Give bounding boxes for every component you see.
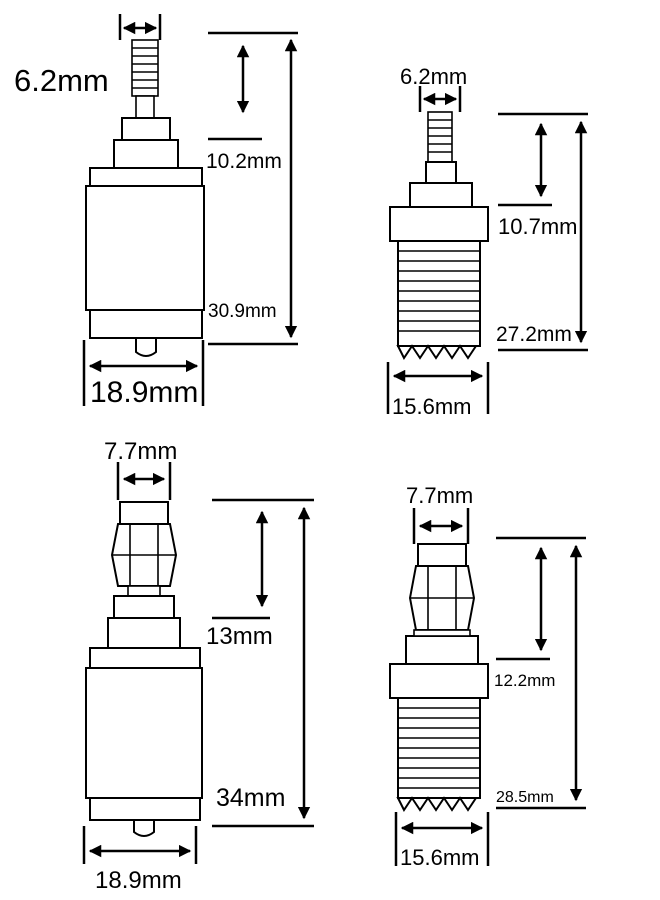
thread-lines — [398, 707, 480, 789]
connector-bottom-left: 7.7mm 13mm 34mm 18.9mm — [82, 438, 314, 894]
connector-drawing — [85, 39, 205, 357]
connector-drawing — [85, 501, 203, 837]
body-width-label: 15.6mm — [392, 394, 471, 419]
body-width-label: 18.9mm — [95, 867, 182, 894]
total-height-label: 30.9mm — [208, 301, 277, 322]
total-height-label: 34mm — [216, 784, 285, 812]
dimension-lines — [394, 508, 586, 866]
connector-drawing — [389, 543, 489, 812]
connector-bottom-right: 7.7mm 12.2mm 28.5mm 15.6mm — [389, 483, 586, 870]
tip-width-label: 7.7mm — [406, 483, 473, 508]
tip-width-label: 7.7mm — [104, 438, 177, 465]
total-height-label: 28.5mm — [496, 789, 554, 806]
dimension-lines — [82, 14, 298, 406]
total-height-label: 27.2mm — [496, 323, 572, 346]
tip-width-label: 6.2mm — [14, 63, 109, 98]
tip-height-label: 10.2mm — [206, 150, 282, 173]
tip-height-label: 13mm — [206, 623, 273, 650]
tip-height-label: 12.2mm — [494, 671, 555, 690]
dimension-lines — [82, 462, 314, 864]
body-width-label: 15.6mm — [400, 845, 479, 870]
connector-top-left: 6.2mm 10.2mm 30.9mm 18.9mm — [14, 14, 298, 409]
tip-height-label: 10.7mm — [498, 214, 577, 239]
tip-width-label: 6.2mm — [400, 64, 467, 89]
dimension-lines — [386, 86, 588, 414]
thread-lines — [398, 250, 480, 332]
connector-drawing — [389, 111, 489, 360]
connector-top-right: 6.2mm 10.7mm 27.2mm 15.6mm — [386, 64, 588, 419]
body-width-label: 18.9mm — [90, 376, 198, 409]
